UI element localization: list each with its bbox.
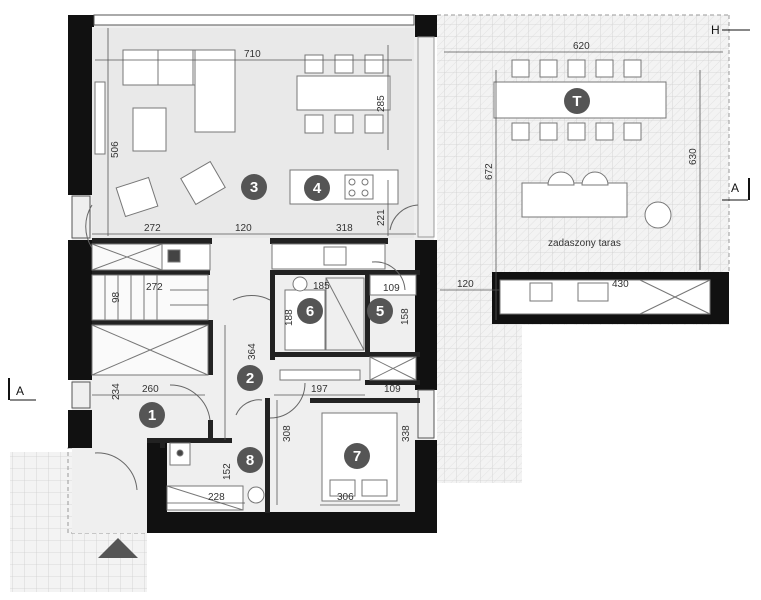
dim-stair-98: 98	[111, 291, 122, 303]
section-marker-right: A	[722, 178, 750, 201]
room-badge-6: 6	[297, 298, 323, 324]
room-number-4: 4	[313, 180, 322, 197]
staircase	[91, 243, 209, 376]
room-badge-5: 5	[367, 298, 393, 324]
terrace-lounge	[521, 171, 672, 229]
room-number-7: 7	[353, 448, 361, 465]
terrace-kitchen	[499, 279, 711, 315]
dim-hall-364: 364	[247, 343, 258, 360]
dim-terrace-outer: 672	[484, 163, 495, 180]
entrance-arrow	[98, 538, 138, 558]
dimension-labels: 710 506 285 221 272 120 318 620 672 630 …	[110, 41, 699, 503]
dim-bed-338: 338	[401, 425, 412, 442]
dim-terrace-120: 120	[457, 279, 474, 290]
section-marker-left: A	[8, 378, 36, 401]
room-badges: 1 2 3 4 5 6 7 8	[139, 88, 590, 473]
dim-bath-188: 188	[284, 309, 295, 326]
dim-living-depth: 506	[110, 141, 121, 158]
room-number-2: 2	[246, 370, 254, 387]
room-badge-7: 7	[344, 443, 370, 469]
armchairs	[115, 160, 226, 218]
corner-marker-label: H	[711, 23, 720, 37]
room-badge-1: 1	[139, 402, 165, 428]
section-label-left: A	[16, 384, 24, 398]
tv-unit	[94, 81, 106, 155]
exterior-walls	[68, 15, 729, 533]
room-number-1: 1	[148, 407, 156, 424]
dim-terrace-430: 430	[612, 279, 629, 290]
terrace-label: zadaszony taras	[548, 238, 621, 249]
dim-stair-272: 272	[146, 282, 163, 293]
dim-wc-109-top: 109	[383, 283, 400, 294]
room-badge-2: 2	[237, 365, 263, 391]
dim-wc-109-bottom: 109	[384, 384, 401, 395]
dining-table	[296, 54, 391, 134]
dim-entry-234: 234	[111, 383, 122, 400]
dim-wc-158: 158	[400, 308, 411, 325]
dim-bed-308: 308	[282, 425, 293, 442]
dim-entry-260: 260	[142, 384, 159, 395]
windows	[71, 14, 435, 439]
room-badge-terrace: T	[564, 88, 590, 114]
room-badge-3: 3	[241, 174, 267, 200]
room-number-3: 3	[250, 179, 258, 196]
kitchen-counter	[161, 243, 386, 271]
wc-fixtures	[369, 274, 417, 381]
dim-table-length: 285	[376, 95, 387, 112]
dim-zone-120: 120	[235, 223, 252, 234]
dim-bath-185: 185	[313, 281, 330, 292]
room-number-terrace: T	[572, 93, 581, 110]
room-number-8: 8	[246, 452, 254, 469]
tech-room-fixtures	[166, 442, 265, 511]
dimension-lines	[92, 28, 723, 506]
dim-terrace-width: 620	[573, 41, 590, 52]
dim-hall-197: 197	[311, 384, 328, 395]
dim-living-width: 710	[244, 49, 261, 60]
kitchen-island	[289, 169, 399, 205]
dim-bed-306: 306	[337, 492, 354, 503]
room-badge-4: 4	[304, 175, 330, 201]
dim-zone-272: 272	[144, 223, 161, 234]
room-badge-8: 8	[237, 447, 263, 473]
dim-zone-318: 318	[336, 223, 353, 234]
dim-tech-152: 152	[222, 463, 233, 480]
section-label-right: A	[731, 181, 739, 195]
dim-terrace-inner: 630	[688, 148, 699, 165]
room-number-6: 6	[306, 303, 314, 320]
room-number-5: 5	[376, 303, 384, 320]
sofa	[122, 49, 236, 152]
dim-kitchen-depth: 221	[376, 209, 387, 226]
dim-tech-228: 228	[208, 492, 225, 503]
